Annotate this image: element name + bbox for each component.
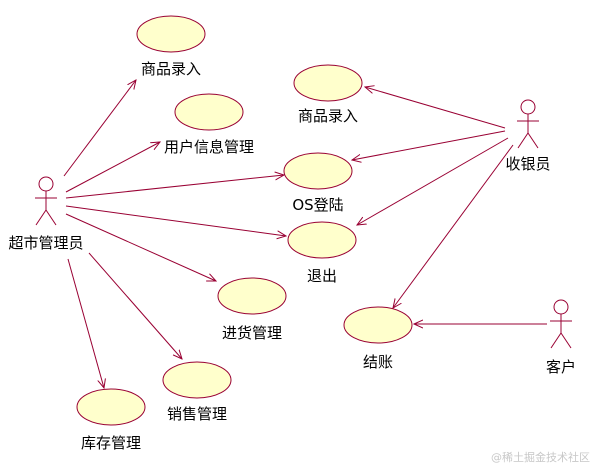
use-case-ellipse (174, 93, 244, 131)
actor-cashier-label: 收银员 (505, 155, 550, 173)
use-case-label: 结账 (363, 353, 393, 371)
use-case-purchase-mgmt: 进货管理 (217, 277, 287, 342)
use-case-os-login: OS登陆 (283, 152, 353, 214)
use-case-label: 商品录入 (298, 107, 358, 125)
use-case-cashier-product-entry: 商品录入 (293, 64, 363, 125)
use-case-sales-mgmt: 销售管理 (162, 361, 232, 423)
watermark: @稀土掘金技术社区 (491, 450, 590, 464)
use-case-user-info-mgmt: 用户信息管理 (164, 93, 254, 156)
use-case-ellipse (293, 64, 363, 102)
use-case-ellipse (343, 306, 413, 344)
actor-cashier (517, 99, 539, 149)
actor-admin-label: 超市管理员 (8, 234, 83, 252)
use-case-ellipse (76, 388, 146, 426)
use-case-checkout: 结账 (343, 306, 413, 371)
assoc-cashier-logout (357, 137, 509, 225)
assoc-cashier-checkout (393, 144, 514, 308)
assoc-admin-product-entry (63, 80, 136, 177)
actor-leg-right (527, 132, 539, 149)
assoc-admin-os-login (65, 175, 284, 199)
assoc-admin-user-info (65, 142, 160, 193)
assoc-cashier-os-login (352, 130, 506, 160)
actor-admin (35, 176, 57, 226)
use-case-label: 销售管理 (167, 405, 227, 423)
actor-leg-left (550, 332, 562, 349)
actor-head (553, 299, 569, 315)
actor-customer (550, 299, 572, 349)
actor-leg-right (45, 209, 57, 226)
associations (63, 80, 547, 388)
actor-head (38, 176, 54, 192)
use-case-label: OS登陆 (292, 196, 343, 214)
assoc-admin-sales (88, 252, 182, 359)
use-case-label: 退出 (307, 267, 337, 285)
assoc-admin-purchase (65, 213, 216, 281)
assoc-cashier-product-entry (365, 87, 506, 129)
use-case-inventory-mgmt: 库存管理 (76, 388, 146, 452)
actor-leg-left (517, 132, 529, 149)
use-case-label: 库存管理 (81, 434, 141, 452)
use-case-ellipse (136, 15, 206, 53)
use-case-ellipse (217, 277, 287, 315)
use-case-admin-product-entry: 商品录入 (136, 15, 206, 78)
use-case-ellipse (162, 361, 232, 399)
use-case-label: 进货管理 (222, 324, 282, 342)
use-case-label: 用户信息管理 (164, 138, 254, 156)
assoc-admin-logout (65, 205, 286, 236)
actor-leg-left (35, 209, 47, 226)
actor-leg-right (560, 332, 572, 349)
use-case-logout: 退出 (287, 221, 357, 285)
use-case-label: 商品录入 (141, 60, 201, 78)
assoc-admin-inventory (67, 258, 104, 388)
actor-customer-label: 客户 (546, 358, 576, 376)
use-case-ellipse (287, 221, 357, 259)
actor-head (520, 99, 536, 115)
use-case-ellipse (283, 152, 353, 190)
